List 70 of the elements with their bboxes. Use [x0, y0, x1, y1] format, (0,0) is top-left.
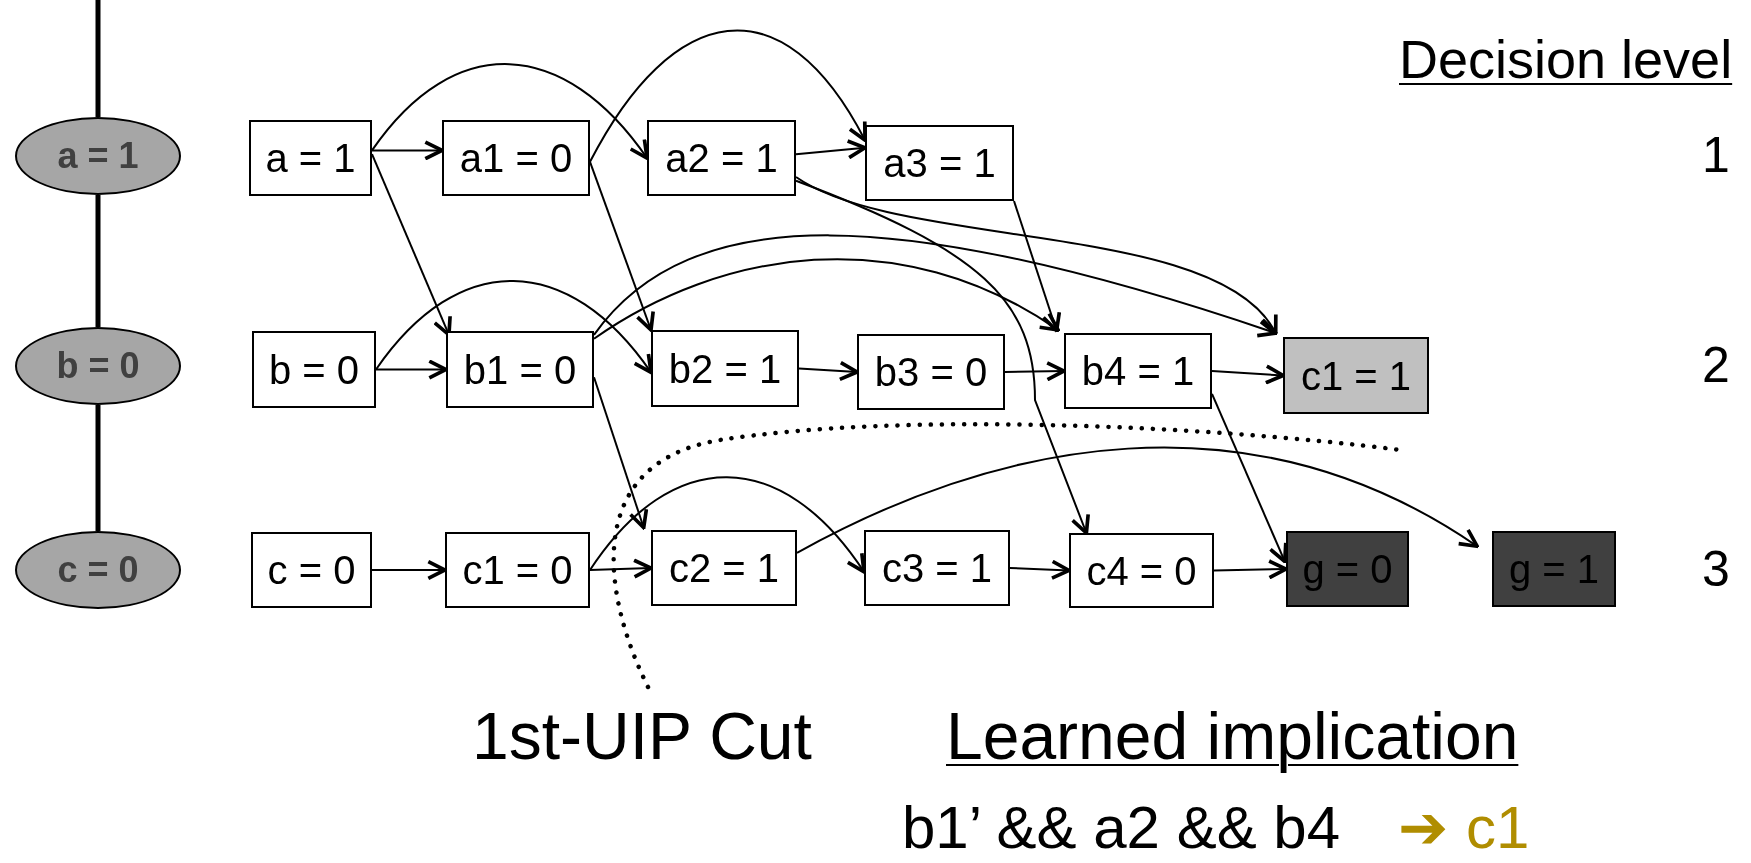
arrow: [1004, 361, 1066, 382]
node-text: c1 = 0: [462, 550, 573, 590]
arrow: [371, 140, 444, 161]
arrow: [795, 179, 1090, 535]
arrow: [589, 30, 867, 163]
assignment-box: [1286, 531, 1409, 607]
arrow: [589, 476, 866, 574]
node-text: a = 1: [265, 138, 356, 178]
assignment-box: [446, 331, 594, 408]
assignment-box: [1283, 337, 1429, 414]
label-text: 1: [1702, 128, 1730, 183]
arrow: [1211, 364, 1285, 385]
arrow: [796, 446, 1479, 554]
assignment-box: [857, 334, 1005, 410]
label-text: c1: [1466, 795, 1530, 861]
node-text: a3 = 1: [883, 143, 996, 183]
assignment-box: [1492, 531, 1616, 607]
assignment-box: [651, 330, 799, 407]
label-text: 1st-UIP Cut: [472, 700, 812, 773]
node-text: b1 = 0: [463, 349, 577, 390]
node-text: b2 = 1: [668, 348, 782, 389]
label-text: Learned implication: [946, 700, 1519, 773]
arrow: [375, 359, 448, 380]
assignment-box: [651, 530, 797, 606]
assignment-box: [249, 120, 372, 196]
node-text: c2 = 1: [668, 548, 780, 588]
assignment-box: [442, 120, 590, 196]
node-text: b3 = 0: [874, 352, 988, 392]
assignment-box: [864, 530, 1010, 606]
arrow: [371, 63, 649, 160]
arrow: [795, 139, 867, 160]
label-text: b1’ && a2 && b4: [902, 795, 1341, 861]
arrow: [375, 279, 653, 375]
assignment-box: [647, 120, 796, 196]
connector-line: [95, 0, 101, 117]
node-text: c4 = 0: [1086, 550, 1197, 591]
label-text: 3: [1702, 542, 1730, 597]
node-text: c = 0: [267, 550, 356, 590]
arrow: [371, 153, 452, 337]
node-text: g = 0: [1302, 549, 1393, 589]
label-text: ➔: [1398, 795, 1448, 861]
assignment-box: [1064, 333, 1212, 409]
assignment-box: [251, 532, 372, 608]
label-text: Decision level: [1399, 30, 1733, 90]
arrow: [589, 558, 653, 579]
assignment-box: [1069, 533, 1214, 608]
connector-line: [95, 195, 101, 327]
arrow: [371, 559, 447, 581]
assignment-box: [865, 125, 1014, 201]
label-text: 2: [1702, 338, 1730, 393]
connector-line: [95, 405, 101, 531]
node-text: a1 = 0: [459, 138, 573, 178]
arrow: [798, 360, 859, 382]
node-text: c = 0: [57, 549, 139, 591]
node-text: a = 1: [57, 135, 139, 177]
node-text: b = 0: [56, 345, 140, 387]
assignment-box: [445, 532, 590, 608]
arrow: [1013, 200, 1062, 333]
node-text: b4 = 1: [1081, 351, 1195, 391]
node-text: b = 0: [268, 349, 360, 390]
arrow: [593, 234, 1278, 338]
arrow: [593, 258, 1060, 340]
node-text: c3 = 1: [881, 548, 993, 588]
assignment-box: [252, 331, 376, 408]
node-text: c1 = 1: [1300, 355, 1412, 396]
arrow: [795, 176, 1278, 335]
node-text: g = 1: [1508, 549, 1600, 589]
node-text: a2 = 1: [665, 138, 778, 178]
arrow: [1009, 559, 1071, 580]
arrow: [1213, 559, 1288, 580]
